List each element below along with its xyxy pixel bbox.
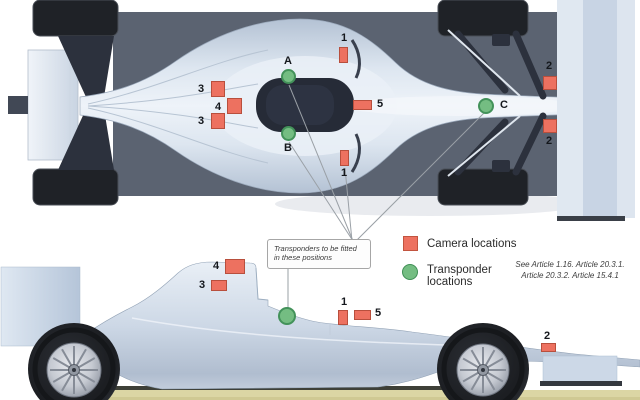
- camera-marker-1-side-view: [338, 310, 348, 325]
- rear-suspension-upper: [58, 36, 114, 97]
- front-winglet-upper: [492, 34, 510, 46]
- camera-label-1-lower: 1: [341, 167, 348, 179]
- steering-arms: [447, 29, 521, 177]
- camera-label-3-lower: 3: [198, 115, 205, 127]
- article-references: See Article 1.16. Article 20.3.1. Articl…: [500, 259, 640, 281]
- body-panel-lines: [87, 49, 269, 164]
- rear-suspension-lower: [58, 109, 114, 170]
- front-wing-endplate-edge: [557, 216, 625, 221]
- airbox-step: [255, 267, 269, 301]
- camera-label-1-upper: 1: [341, 32, 348, 44]
- camera-marker-2-upper-top-view: [543, 76, 557, 90]
- transponder-marker-side-view: [278, 307, 296, 325]
- camera-marker-4-side-view: [225, 259, 245, 274]
- transponder-legend-label-line2: locations: [427, 276, 473, 288]
- camera-label-5: 5: [377, 98, 384, 110]
- front-wheel-right-top-view: [437, 168, 529, 206]
- rear-wheel-right-top-view: [32, 168, 119, 206]
- camera-label-2-upper: 2: [546, 60, 553, 72]
- rear-wing-support: [8, 96, 28, 114]
- cockpit-interior: [266, 85, 334, 125]
- front-wing-side-view: [542, 355, 618, 383]
- transponder-marker-a: [281, 69, 296, 84]
- article-references-line1: See Article 1.16. Article 20.3.1.: [515, 260, 625, 269]
- front-wing-top-view: [557, 0, 635, 221]
- camera-legend-swatch: [403, 236, 418, 251]
- front-wheel-side-view: [437, 323, 529, 400]
- camera-label-1-side: 1: [341, 296, 348, 308]
- camera-label-4: 4: [215, 101, 222, 113]
- camera-label-5-side: 5: [375, 307, 382, 319]
- transponder-note-box: Transponders to be fitted in these posit…: [267, 239, 371, 269]
- transponder-marker-b: [281, 126, 296, 141]
- camera-label-4-side: 4: [213, 260, 220, 272]
- transponder-legend-swatch: [402, 264, 418, 280]
- camera-marker-5-side-view: [354, 310, 371, 320]
- leader-lines: [287, 84, 485, 308]
- note-line-2: in these positions: [274, 253, 332, 262]
- camera-marker-2-side-view: [541, 343, 556, 352]
- note-line-1: Transponders to be fitted: [274, 244, 357, 253]
- article-references-line2: Article 20.3.2. Article 15.4.1: [521, 271, 619, 280]
- transponder-label-b: B: [284, 142, 292, 154]
- transponder-marker-c: [478, 98, 494, 114]
- nose-highlight: [345, 96, 575, 116]
- bodywork-arc-upper: [350, 39, 361, 79]
- camera-marker-3-side-view: [211, 280, 227, 291]
- camera-legend-label: Camera locations: [427, 238, 517, 250]
- sidepod-crease: [131, 317, 446, 346]
- rear-wheel-side-view: [28, 323, 120, 400]
- front-wheel-left-top-view: [437, 0, 529, 37]
- camera-label-2-lower: 2: [546, 135, 553, 147]
- transponder-legend-label-line1: Transponder: [427, 264, 492, 276]
- ground-strip: [84, 390, 640, 400]
- camera-marker-5-top-view: [353, 100, 372, 110]
- camera-marker-4-top-view: [227, 98, 242, 114]
- ground-strip-edge: [95, 397, 640, 400]
- rear-wheel-left-top-view: [32, 0, 119, 37]
- transponder-label-c: C: [500, 99, 508, 111]
- camera-label-3-upper: 3: [198, 83, 205, 95]
- transponder-label-a: A: [284, 55, 292, 67]
- camera-label-3-side: 3: [199, 279, 206, 291]
- camera-marker-1-upper-top-view: [339, 47, 348, 63]
- camera-marker-3-upper-top-view: [211, 81, 225, 97]
- front-winglet-lower: [492, 160, 510, 172]
- camera-marker-3-lower-top-view: [211, 113, 225, 129]
- camera-marker-1-lower-top-view: [340, 150, 349, 166]
- camera-label-2-side: 2: [544, 330, 551, 342]
- rear-wing-top-view: [8, 49, 79, 161]
- bodywork-arc-lower: [350, 133, 361, 173]
- front-wing-shadow-edge: [540, 381, 622, 386]
- camera-marker-2-lower-top-view: [543, 119, 557, 133]
